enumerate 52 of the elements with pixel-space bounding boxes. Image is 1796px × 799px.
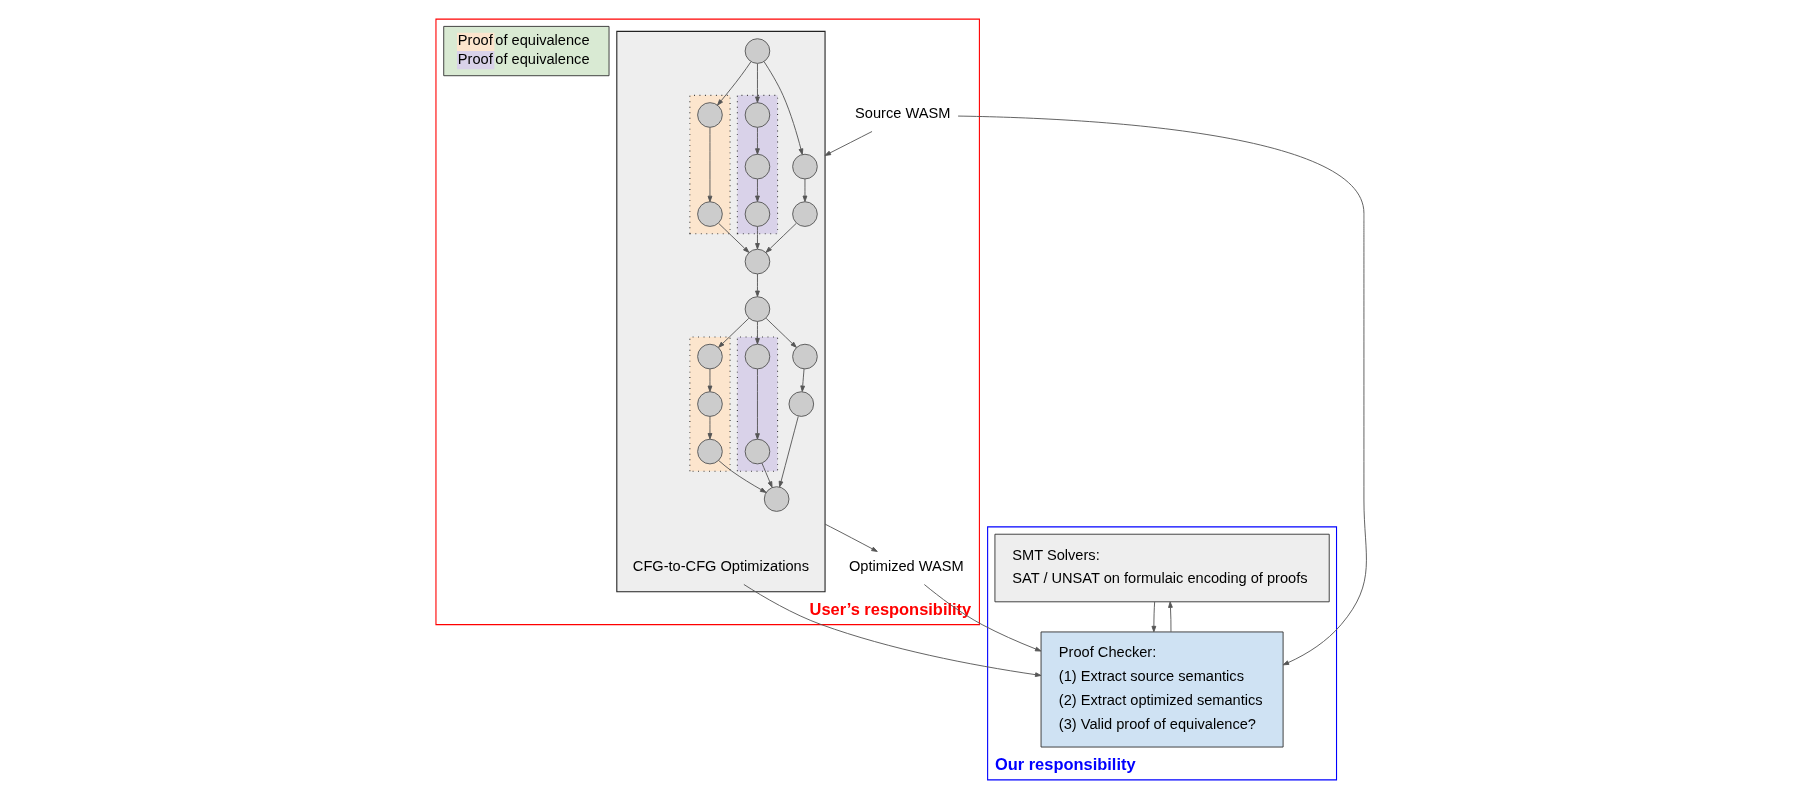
node-circle	[697, 102, 723, 128]
arrow	[755, 127, 760, 155]
arrow	[957, 115, 1367, 666]
node-circle	[788, 391, 815, 417]
node-circle	[744, 296, 771, 322]
arrow	[824, 131, 873, 156]
arrow	[923, 584, 1042, 652]
cluster	[616, 30, 826, 593]
arrow	[707, 416, 713, 440]
node-box: SMT Solvers: SAT / UNSAT on formulaic encoding of proofs	[994, 533, 1330, 603]
arrow	[707, 368, 713, 392]
arrow	[743, 584, 1042, 678]
node-text: Optimized WASM	[848, 558, 964, 575]
node-circle	[792, 201, 818, 227]
node-circle	[744, 343, 771, 370]
node-circle	[697, 438, 723, 465]
node-box: Proof of equivalence Proof of equivalence	[443, 25, 610, 77]
node-text: Source WASM	[855, 105, 951, 122]
node-text: CFG-to-CFG Optimizations	[632, 558, 810, 575]
node-circle	[792, 153, 818, 180]
arrow	[707, 127, 713, 203]
arrow	[778, 415, 799, 488]
node-circle	[744, 38, 771, 64]
arrow	[755, 178, 760, 202]
arrow	[765, 222, 797, 253]
arrow	[1168, 601, 1173, 633]
node-circle	[697, 201, 723, 227]
node-circle	[697, 391, 723, 417]
node-circle	[744, 102, 771, 128]
cluster	[689, 94, 731, 235]
node-box: Proof Checker: (1) Extract source semantics (2) Extract optimized semantics (3) Valid proof of equivalence?	[1040, 631, 1284, 748]
cluster	[689, 336, 731, 472]
arrow	[802, 178, 808, 202]
arrow	[718, 460, 767, 493]
arrow	[718, 222, 750, 253]
arrow	[765, 317, 797, 348]
arrow	[755, 226, 760, 250]
arrow	[755, 63, 760, 103]
node-circle	[744, 438, 771, 465]
arrow	[761, 462, 773, 488]
node-circle	[744, 201, 771, 227]
node-circle	[763, 486, 790, 512]
arrow	[755, 368, 760, 440]
arrow	[824, 523, 878, 552]
arrow	[718, 317, 750, 348]
arrow	[717, 61, 752, 106]
arrow	[1151, 601, 1157, 633]
arrow	[800, 368, 806, 392]
node-circle	[744, 153, 771, 180]
arrow	[755, 321, 760, 345]
arrow	[763, 61, 804, 155]
arrow	[755, 273, 760, 297]
